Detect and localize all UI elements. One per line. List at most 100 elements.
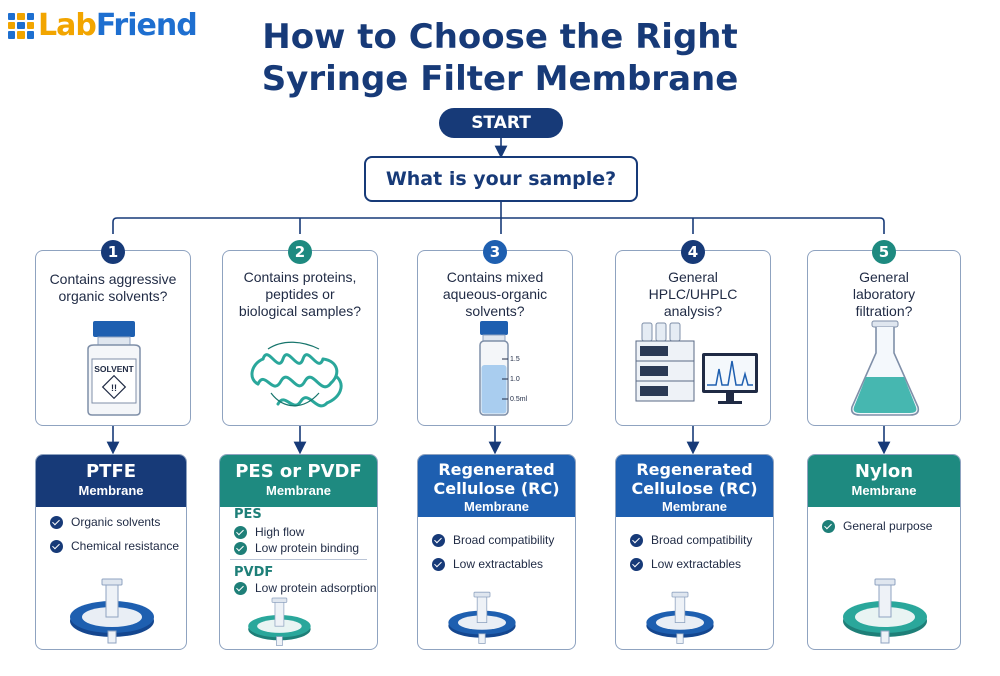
question-box-4: General HPLC/UHPLC analysis? (615, 250, 771, 426)
question-line: filtration? (855, 303, 913, 319)
logo-lab-text: Lab (38, 8, 97, 43)
feature-item: Low protein binding (234, 541, 359, 555)
title-line-2: Syringe Filter Membrane (261, 59, 739, 99)
membrane-sub: Membrane (851, 483, 917, 498)
vial-mark: 0.5ml (510, 396, 528, 403)
question-text: Contains aggressive organic solvents? (40, 271, 186, 305)
membrane-card-pes-pvdf: PES or PVDF Membrane PES High flow Low p… (219, 454, 378, 650)
question-line: analysis? (663, 303, 723, 319)
membrane-name: Regenerated (438, 460, 555, 479)
question-box-5: General laboratory filtration? (807, 250, 961, 426)
feature-text: Low extractables (453, 557, 544, 571)
question-line: General (859, 269, 909, 285)
check-icon (234, 581, 247, 595)
sample-vial-icon: 1.5 1.0 0.5ml (479, 321, 528, 416)
question-box-3: Contains mixed aqueous-organic solvents?… (417, 250, 573, 426)
check-icon (234, 525, 247, 539)
feature-item: Low extractables (432, 557, 543, 571)
question-line: solvents? (465, 303, 525, 319)
step-badge-1: 1 (101, 240, 125, 264)
pvdf-subheading: PVDF (234, 565, 274, 580)
membrane-sub: Membrane (661, 499, 728, 514)
check-icon (432, 533, 445, 547)
question-text: General laboratory filtration? (812, 269, 956, 320)
check-icon (234, 541, 247, 555)
feature-item: High flow (234, 525, 304, 539)
check-icon (630, 533, 643, 547)
membrane-name: Nylon (854, 461, 914, 482)
question-line: General (668, 269, 718, 285)
question-line: Contains aggressive (49, 271, 177, 287)
syringe-filter-icon (448, 591, 516, 644)
step-badge-3: 3 (483, 240, 507, 264)
feature-text: Low protein binding (255, 541, 360, 555)
membrane-card-rc-1: Regenerated Cellulose (RC) Membrane Broa… (417, 454, 576, 650)
check-icon (50, 515, 63, 529)
membrane-name: Regenerated (636, 460, 753, 479)
sample-question: What is your sample? (364, 156, 638, 202)
page-title: How to Choose the Right Syringe Filter M… (200, 16, 800, 100)
syringe-filter-icon (646, 591, 714, 644)
feature-text: Low protein adsorption (255, 581, 377, 595)
membrane-header: Nylon Membrane (808, 455, 960, 507)
membrane-name: Cellulose (RC) (433, 479, 560, 498)
feature-text: High flow (255, 525, 305, 539)
syringe-filter-icon (70, 578, 154, 644)
step-badge-5: 5 (872, 240, 896, 264)
membrane-sub: Membrane (265, 483, 332, 498)
membrane-sub: Membrane (463, 499, 530, 514)
erlenmeyer-flask-icon (850, 320, 920, 416)
logo-grid-icon (8, 12, 34, 39)
membrane-header: PTFE Membrane (36, 455, 186, 507)
syringe-filter-icon (248, 597, 311, 646)
membrane-name: PES or PVDF (235, 461, 362, 482)
title-line-1: How to Choose the Right (262, 17, 738, 57)
feature-item: Low extractables (630, 557, 741, 571)
membrane-header: Regenerated Cellulose (RC) Membrane (418, 455, 575, 517)
protein-structure-icon (250, 341, 343, 408)
feature-text: Chemical resistance (71, 539, 180, 553)
question-text: General HPLC/UHPLC analysis? (620, 269, 766, 320)
feature-text: Broad compatibility (453, 533, 555, 547)
feature-text: General purpose (843, 519, 933, 533)
logo-wordmark: LabFriend (38, 8, 198, 43)
question-line: HPLC/UHPLC (648, 286, 738, 302)
question-line: Contains mixed (446, 269, 544, 285)
step-badge-2: 2 (288, 240, 312, 264)
membrane-sub: Membrane (78, 483, 144, 498)
membrane-header: PES or PVDF Membrane (220, 455, 377, 507)
feature-item: Broad compatibility (432, 533, 554, 547)
logo-friend-text: Friend (95, 8, 198, 43)
membrane-name: Cellulose (RC) (631, 479, 758, 498)
question-line: biological samples? (238, 303, 362, 319)
feature-item: Low protein adsorption (234, 581, 376, 595)
membrane-card-nylon: Nylon Membrane General purpose (807, 454, 961, 650)
question-line: laboratory (852, 286, 916, 302)
feature-item: General purpose (822, 519, 932, 533)
bottle-label: SOLVENT (94, 364, 134, 374)
question-line: organic solvents? (58, 288, 168, 304)
membrane-card-rc-2: Regenerated Cellulose (RC) Membrane Broa… (615, 454, 774, 650)
question-box-2: Contains proteins, peptides or biologica… (222, 250, 378, 426)
feature-text: Broad compatibility (651, 533, 753, 547)
solvent-bottle-icon: SOLVENT !! (87, 321, 141, 416)
question-box-1: Contains aggressive organic solvents? SO… (35, 250, 191, 426)
feature-text: Organic solvents (71, 515, 161, 529)
check-icon (822, 519, 835, 533)
feature-item: Chemical resistance (50, 539, 179, 553)
group-divider (230, 559, 367, 560)
pes-subheading: PES (234, 507, 262, 522)
question-line: aqueous-organic (442, 286, 548, 302)
start-node: START (439, 108, 563, 138)
feature-text: Low extractables (651, 557, 742, 571)
membrane-name: PTFE (85, 461, 137, 482)
hplc-system-icon (635, 322, 758, 404)
question-line: peptides or (265, 286, 335, 302)
vial-mark: 1.5 (510, 356, 520, 363)
question-line: Contains proteins, (243, 269, 357, 285)
question-text: Contains mixed aqueous-organic solvents? (422, 269, 568, 320)
membrane-header: Regenerated Cellulose (RC) Membrane (616, 455, 773, 517)
membrane-card-ptfe: PTFE Membrane Organic solvents Chemical … (35, 454, 187, 650)
syringe-filter-icon (843, 578, 927, 644)
